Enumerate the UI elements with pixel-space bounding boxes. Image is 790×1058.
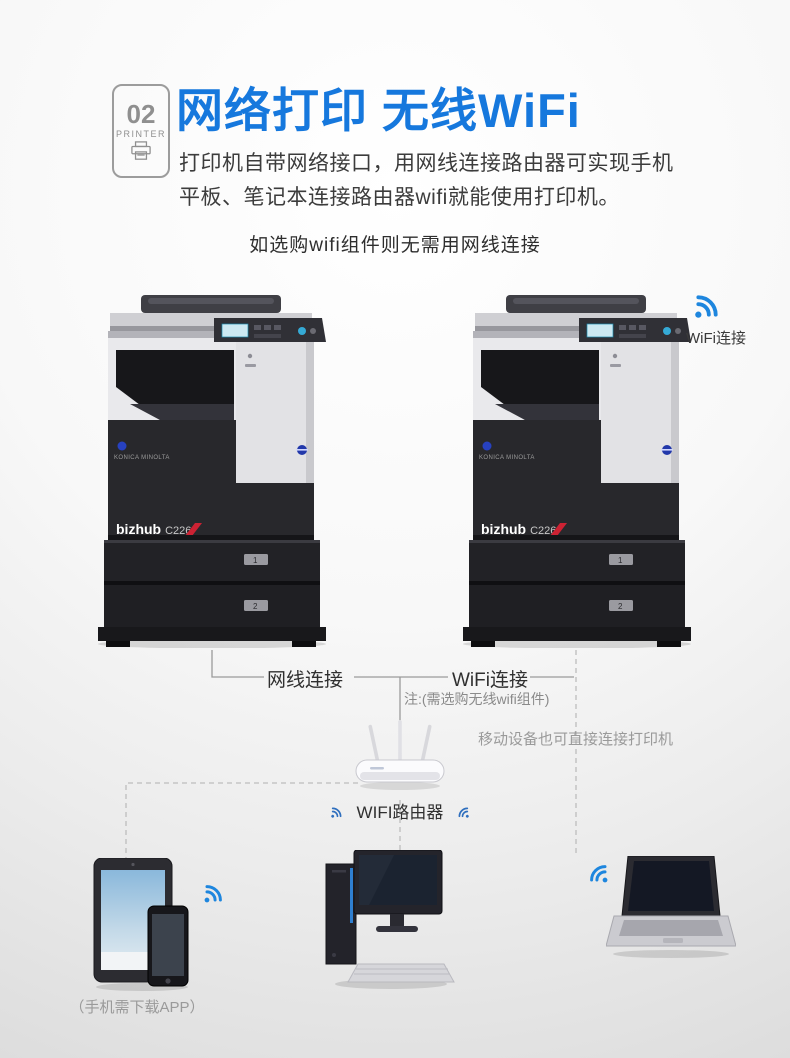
- wifi-connection-label: WiFi连接: [452, 670, 528, 691]
- section-number-badge: 02 PRINTER: [112, 84, 170, 178]
- laptop-image: [606, 856, 736, 960]
- description-line-2: 平板、笔记本连接路由器wifi就能使用打印机。: [179, 186, 620, 209]
- router-image: [350, 720, 450, 800]
- subtitle: 如选购wifi组件则无需用网线连接: [249, 235, 541, 256]
- printer-left-image: [96, 292, 328, 648]
- description-line-1: 打印机自带网络接口，用网线连接路由器可实现手机: [179, 152, 674, 175]
- badge-label: PRINTER: [115, 129, 166, 139]
- printer-right-image: [461, 292, 693, 648]
- wifi-option-note: 注:(需选购无线wifi组件): [404, 691, 550, 707]
- desktop-computer-image: [324, 850, 458, 990]
- badge-number: 02: [126, 99, 156, 129]
- wifi-top-badge-label: WiFi连接: [686, 330, 746, 347]
- router-label: WIFI路由器: [356, 803, 444, 822]
- wifi-small-right-icon: [448, 796, 476, 824]
- router-label-row: WIFI路由器: [318, 798, 482, 823]
- mobile-direct-note: 移动设备也可直接连接打印机: [478, 731, 674, 748]
- printer-icon: [131, 141, 151, 160]
- tablet-wifi-icon: [191, 866, 240, 915]
- tablet-phone-image: [92, 858, 198, 992]
- wired-connection-label: 网线连接: [267, 670, 344, 691]
- app-download-note: （手机需下载APP）: [69, 999, 205, 1016]
- wifi-small-left-icon: [323, 796, 351, 824]
- page-title: 网络打印 无线WiFi: [176, 84, 581, 137]
